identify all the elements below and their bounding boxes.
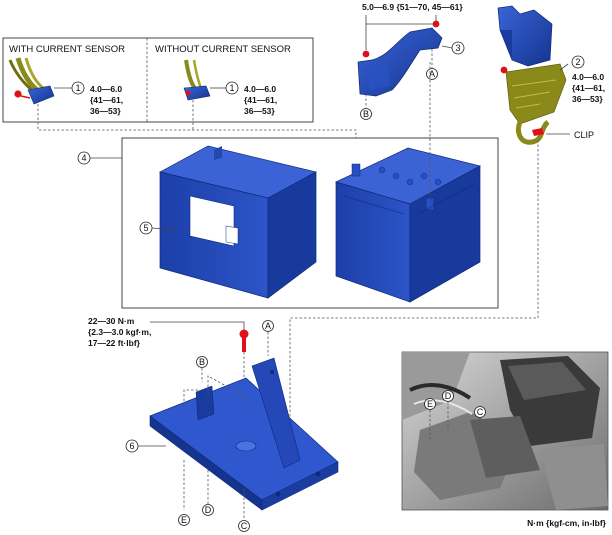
torque-spec-2: 4.0—6.0 {41—61, 36—53} xyxy=(572,72,607,104)
svg-text:D: D xyxy=(445,391,452,401)
svg-text:C: C xyxy=(477,407,484,417)
battery xyxy=(335,147,481,303)
ref-e-photo: E xyxy=(424,398,436,410)
torque-spec-1b: 4.0—6.0 {41—61, 36—53} xyxy=(244,84,279,116)
ref-d-tray: D xyxy=(202,504,214,516)
ref-a-top: A xyxy=(426,68,438,80)
callout-3: 3 xyxy=(451,41,465,55)
svg-text:3: 3 xyxy=(455,43,460,53)
battery-tray xyxy=(149,357,339,511)
unit-note: N·m {kgf-cm, in-lbf} xyxy=(527,518,607,528)
ref-d-photo: D xyxy=(442,390,454,402)
torque-spec-3: 5.0—6.9 {51—70, 45—61} xyxy=(362,2,463,12)
callout-5: 5 xyxy=(139,221,153,235)
svg-text:1: 1 xyxy=(75,83,80,93)
with-sensor-label: WITH CURRENT SENSOR xyxy=(9,44,125,55)
battery-cover xyxy=(159,145,317,299)
svg-text:1: 1 xyxy=(229,83,234,93)
sensor-inset: WITH CURRENT SENSOR WITHOUT CURRENT SENS… xyxy=(2,37,314,123)
bolt-icon xyxy=(185,90,191,96)
callout-6: 6 xyxy=(125,439,139,453)
svg-text:E: E xyxy=(181,515,187,525)
svg-text:4: 4 xyxy=(81,153,86,163)
svg-text:B: B xyxy=(363,109,369,119)
svg-text:E: E xyxy=(427,399,433,409)
svg-text:2: 2 xyxy=(575,57,580,67)
ref-c-photo: C xyxy=(474,406,486,418)
svg-text:6: 6 xyxy=(129,441,134,451)
svg-text:B: B xyxy=(199,357,205,367)
svg-text:5: 5 xyxy=(143,223,148,233)
fuse-box-cover xyxy=(497,5,553,67)
negative-terminal xyxy=(351,163,361,177)
bolt-icon xyxy=(14,90,22,98)
callout-1-with-sensor: 1 xyxy=(71,81,85,95)
svg-text:D: D xyxy=(205,505,212,515)
callout-1-without-sensor: 1 xyxy=(225,81,239,95)
clip-marker xyxy=(532,128,544,136)
callout-2: 2 xyxy=(571,55,585,69)
torque-spec-1a: 4.0—6.0 {41—61, 36—53} xyxy=(90,84,125,116)
torque-spec-6: 22—30 N·m {2.3—3.0 kgf·m, 17—22 ft·lbf} xyxy=(88,316,154,348)
svg-text:A: A xyxy=(265,321,271,331)
tray-bolt xyxy=(239,329,249,352)
svg-text:A: A xyxy=(429,69,435,79)
engine-bay-photo xyxy=(401,351,609,511)
svg-text:C: C xyxy=(241,521,248,531)
terminal-with-sensor xyxy=(8,57,55,105)
without-sensor-label: WITHOUT CURRENT SENSOR xyxy=(155,44,291,55)
terminal-without-sensor xyxy=(183,59,211,101)
nut-icon xyxy=(362,50,370,58)
ref-a-tray: A xyxy=(262,320,274,332)
ref-c-tray: C xyxy=(238,520,250,532)
positive-harness xyxy=(500,63,567,145)
terminal-cover xyxy=(357,20,443,97)
positive-terminal xyxy=(425,197,435,211)
ref-b-top: B xyxy=(360,108,372,120)
bolt-icon xyxy=(239,329,249,339)
bolt-icon xyxy=(500,66,508,74)
clip-label: CLIP xyxy=(574,130,594,140)
ref-e-tray: E xyxy=(178,514,190,526)
ref-b-tray: B xyxy=(196,356,208,368)
callout-4: 4 xyxy=(77,151,91,165)
